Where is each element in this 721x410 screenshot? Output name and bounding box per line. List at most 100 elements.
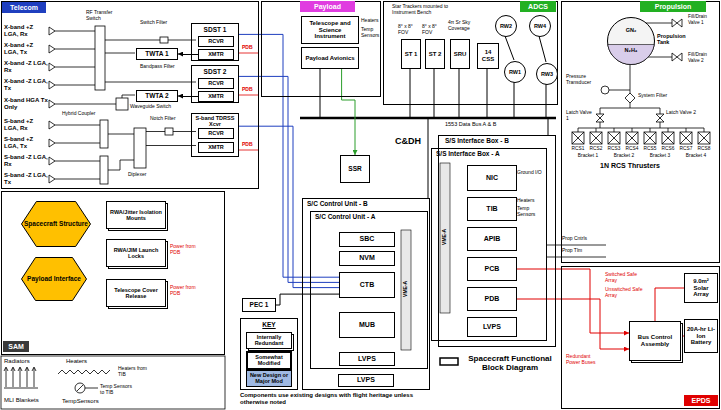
unit-box: S/C Control Unit - BS/C Control Unit - A… xyxy=(302,198,430,390)
vme-backplane xyxy=(440,163,450,313)
thermal-symbols xyxy=(25,367,29,387)
component-box: 14 CSS xyxy=(477,43,499,69)
annotation: 4π Sr Sky Coverage xyxy=(448,20,476,32)
thruster-symbol xyxy=(590,132,602,144)
node-label: SSR xyxy=(348,165,361,172)
node-label: PDB xyxy=(485,295,500,303)
annotation: RCS5 xyxy=(641,146,659,152)
node-label: RW3 xyxy=(541,71,553,77)
power-line xyxy=(238,53,258,150)
antenna-symbol xyxy=(55,161,100,162)
annotation: System Filter xyxy=(638,93,668,99)
propellant-tank: GN₂N₂H₄Propulsion Tank xyxy=(607,17,655,65)
component-box: SBC xyxy=(339,232,395,247)
component-box: RWA/Jitter Isolation Mounts xyxy=(106,201,166,229)
telecom-wiring xyxy=(95,26,196,184)
antenna-symbol xyxy=(49,139,55,147)
antenna-symbol xyxy=(49,175,55,183)
legend-text: Internally Redundant xyxy=(248,334,290,347)
annotation: S-band +Z LGA, Tx xyxy=(4,136,48,150)
annotation: S-band +Z LGA, Rx xyxy=(4,118,48,132)
annotation: S-band -Z LGA, Rx xyxy=(4,154,48,168)
annotation: Prop Cntrls xyxy=(562,236,606,242)
hexagon-shape xyxy=(22,258,87,301)
annotation: Switch Filter xyxy=(140,20,184,26)
component-box: RCVR xyxy=(198,78,234,89)
legend-sample: New Design or Major Mod xyxy=(246,370,292,387)
component-box: ST 2 xyxy=(425,39,445,69)
thruster-symbol xyxy=(578,128,579,132)
antenna-symbol xyxy=(49,121,55,129)
annotation: Pressure Transducer xyxy=(566,74,600,86)
thruster-symbol xyxy=(644,132,656,144)
node-label: RW1 xyxy=(509,69,521,75)
antenna-symbol xyxy=(55,49,95,50)
component-box: TWTA 1 xyxy=(136,48,178,60)
connector xyxy=(178,54,198,56)
node-label: Telescope Cover Release xyxy=(108,287,164,300)
component-box: XMTR xyxy=(198,91,234,102)
component-box: PEC 1 xyxy=(242,298,276,312)
node-label: TIB xyxy=(486,205,497,213)
legend-sample: Internally Redundant xyxy=(246,332,292,349)
annotation: Heaters xyxy=(361,18,379,24)
subsystem-panel: TelecomSDST 1RCVRXMTRSDST 2RCVRXMTRTWTA … xyxy=(1,1,259,189)
antenna-symbol xyxy=(55,67,95,68)
thermal-symbols xyxy=(18,367,22,387)
annotation: Prop Tlm xyxy=(562,248,606,254)
component-box: LVPS xyxy=(467,317,517,337)
connector xyxy=(517,299,629,349)
thruster-symbol xyxy=(608,132,620,144)
component-box: ST 1 xyxy=(401,39,421,69)
telecom-wiring xyxy=(134,128,146,168)
annotation: X-band -Z LGA, Tx xyxy=(4,78,48,92)
thermal-symbols xyxy=(32,367,36,387)
thruster-symbol xyxy=(662,132,674,144)
annotation: Latch Valve 2 xyxy=(666,110,700,116)
annotation: RCS7 xyxy=(677,146,695,152)
component-box: Payload Avionics xyxy=(301,47,359,69)
antenna-symbol xyxy=(49,27,116,183)
annotation: X-band +Z LGA, Tx xyxy=(4,42,48,56)
panel-tag: Telecom xyxy=(2,2,46,13)
thruster-symbol xyxy=(608,132,620,144)
component-box: LVPS xyxy=(338,374,394,387)
annotation: Temp Sensors to TIB xyxy=(100,384,134,396)
thruster-symbol xyxy=(668,128,669,132)
annotation: Heaters from TIB xyxy=(118,366,152,378)
thruster-symbol xyxy=(626,132,638,144)
thruster-symbol xyxy=(614,128,615,132)
annotation: 8° x 8° FOV xyxy=(398,24,422,36)
node-label: Telescope and Science Instrument xyxy=(303,20,357,41)
reaction-wheel: RW2 xyxy=(495,15,517,37)
thruster-symbol xyxy=(662,132,674,144)
legend-text: Somewhat Modified xyxy=(249,354,289,367)
component-box: APIB xyxy=(467,227,517,251)
thruster-symbol xyxy=(572,132,584,144)
thermal-symbols xyxy=(11,367,15,387)
thruster-symbol xyxy=(650,128,651,132)
telecom-wiring xyxy=(100,120,108,148)
hexagon-shape xyxy=(22,202,91,247)
node-label: ST 2 xyxy=(429,51,442,58)
thruster-symbol xyxy=(626,132,638,144)
component-box: 9.0m² Solar Array xyxy=(684,273,718,303)
annotation: PDB xyxy=(242,142,253,148)
annotation: RCS2 xyxy=(587,146,605,152)
thruster-symbol xyxy=(596,128,597,132)
node-label: KEY xyxy=(241,321,297,328)
antenna-symbol xyxy=(55,143,100,144)
node-label: RCVR xyxy=(208,80,224,86)
antenna-symbol xyxy=(55,125,100,126)
annotation: RCS3 xyxy=(605,146,623,152)
node-label: Payload Avionics xyxy=(305,55,354,62)
component-box: CTB xyxy=(339,272,395,298)
annotation: Bracket 2 xyxy=(606,153,642,159)
data-bus xyxy=(300,36,556,198)
annotation: RCS4 xyxy=(623,146,641,152)
thermal-symbols xyxy=(4,388,38,389)
node-label: XMTR xyxy=(208,144,224,150)
legend-sample: Somewhat Modified xyxy=(246,351,292,370)
diagram-title: Spacecraft Functional Block Diagram xyxy=(462,354,558,372)
thermal-symbols xyxy=(77,385,98,391)
